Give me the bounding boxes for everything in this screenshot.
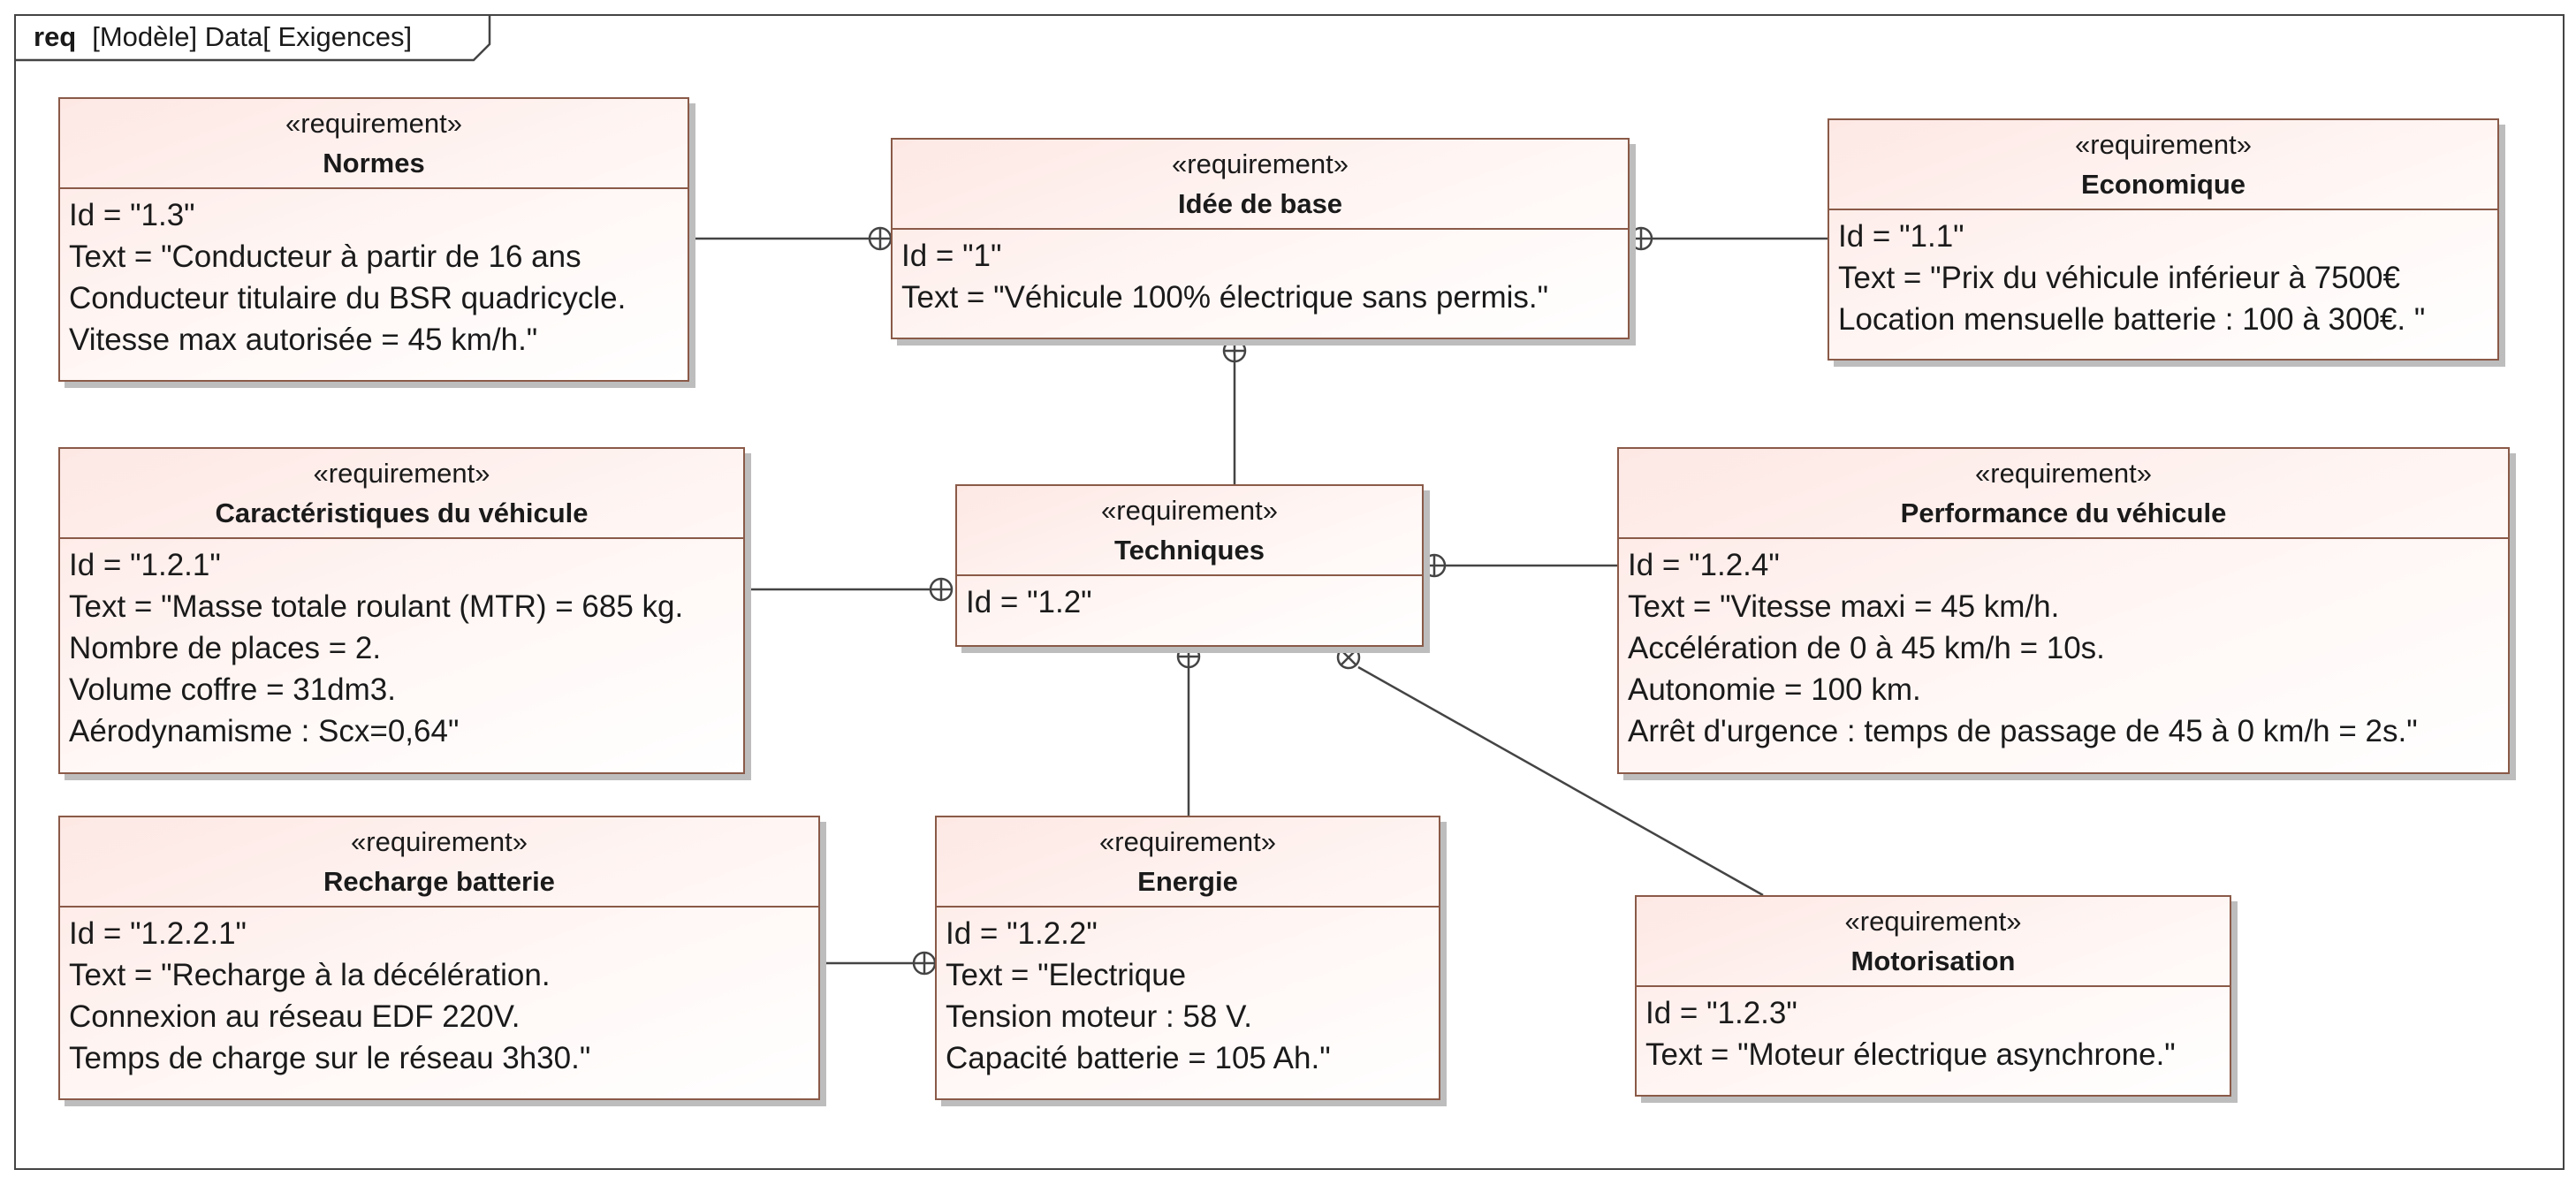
requirement-techniques[interactable]: «requirement» Techniques Id = "1.2" bbox=[955, 484, 1424, 647]
requirement-line: Location mensuelle batterie : 100 à 300€… bbox=[1838, 302, 2426, 337]
requirement-line: Volume coffre = 31dm3. bbox=[69, 672, 396, 707]
requirement-line: Connexion au réseau EDF 220V. bbox=[69, 999, 521, 1034]
diagram-frame bbox=[14, 14, 2565, 1170]
requirement-line: Text = "Moteur électrique asynchrone." bbox=[1645, 1037, 2176, 1072]
requirement-line: Id = "1.2.1" bbox=[69, 548, 221, 582]
requirement-energie[interactable]: «requirement» Energie Id = "1.2.2" Text … bbox=[935, 816, 1440, 1100]
requirement-header: «requirement» Performance du véhicule bbox=[1619, 449, 2508, 539]
stereotype-label: «requirement» bbox=[313, 458, 490, 489]
requirement-name: Recharge batterie bbox=[323, 866, 555, 897]
requirement-economique[interactable]: «requirement» Economique Id = "1.1" Text… bbox=[1828, 118, 2499, 361]
requirement-line: Text = "Véhicule 100% électrique sans pe… bbox=[901, 280, 1549, 315]
requirement-name: Caractéristiques du véhicule bbox=[215, 497, 589, 528]
requirement-line: Vitesse max autorisée = 45 km/h." bbox=[69, 323, 538, 357]
stereotype-label: «requirement» bbox=[1101, 495, 1278, 526]
requirement-header: «requirement» Energie bbox=[937, 817, 1439, 908]
stereotype-label: «requirement» bbox=[351, 826, 528, 857]
requirement-header: «requirement» Economique bbox=[1829, 120, 2497, 210]
requirement-line: Id = "1.1" bbox=[1838, 219, 1964, 254]
requirement-line: Text = "Prix du véhicule inférieur à 750… bbox=[1838, 261, 2400, 295]
link-techniques-motorisation bbox=[1357, 665, 1764, 897]
requirement-motorisation[interactable]: «requirement» Motorisation Id = "1.2.3" … bbox=[1635, 895, 2231, 1097]
requirement-name: Techniques bbox=[1114, 535, 1265, 566]
requirement-line: Text = "Recharge à la décélération. bbox=[69, 958, 551, 992]
containment-anchor-techniques-energie bbox=[1176, 644, 1201, 669]
requirement-header: «requirement» Techniques bbox=[957, 486, 1422, 576]
stereotype-label: «requirement» bbox=[1844, 906, 2022, 937]
requirement-body: Id = "1.2.4" Text = "Vitesse maxi = 45 k… bbox=[1619, 539, 2508, 757]
requirement-line: Nombre de places = 2. bbox=[69, 631, 382, 665]
requirement-idee-de-base[interactable]: «requirement» Idée de base Id = "1" Text… bbox=[891, 138, 1630, 339]
stereotype-label: «requirement» bbox=[285, 108, 462, 139]
requirement-body: Id = "1.2.2" Text = "Electrique Tension … bbox=[937, 908, 1439, 1084]
requirement-line: Temps de charge sur le réseau 3h30." bbox=[69, 1041, 591, 1075]
frame-label: req [Modèle] Data[ Exigences] bbox=[34, 21, 412, 53]
frame-kind: req bbox=[34, 21, 77, 52]
requirement-header: «requirement» Caractéristiques du véhicu… bbox=[60, 449, 743, 539]
requirement-line: Arrêt d'urgence : temps de passage de 45… bbox=[1628, 714, 2418, 748]
requirement-line: Id = "1.2.3" bbox=[1645, 996, 1797, 1030]
requirement-body: Id = "1" Text = "Véhicule 100% électriqu… bbox=[893, 230, 1628, 323]
requirement-line: Id = "1.2" bbox=[966, 585, 1092, 619]
requirement-header: «requirement» Normes bbox=[60, 99, 688, 189]
requirement-name: Normes bbox=[323, 148, 425, 178]
requirement-normes[interactable]: «requirement» Normes Id = "1.3" Text = "… bbox=[58, 97, 689, 382]
requirement-line: Conducteur titulaire du BSR quadricycle. bbox=[69, 281, 627, 315]
requirement-line: Autonomie = 100 km. bbox=[1628, 672, 1921, 707]
requirement-line: Text = "Electrique bbox=[946, 958, 1187, 992]
requirement-line: Aérodynamisme : Scx=0,64" bbox=[69, 714, 460, 748]
requirement-body: Id = "1.2.3" Text = "Moteur électrique a… bbox=[1637, 987, 2230, 1081]
containment-anchor-techniques-performance bbox=[1422, 553, 1447, 578]
requirement-line: Id = "1.2.4" bbox=[1628, 548, 1780, 582]
requirement-name: Economique bbox=[2080, 169, 2245, 200]
requirement-line: Text = "Masse totale roulant (MTR) = 685… bbox=[69, 589, 684, 624]
containment-anchor-techniques-motorisation bbox=[1336, 645, 1361, 670]
stereotype-label: «requirement» bbox=[1099, 826, 1276, 857]
requirement-body: Id = "1.3" Text = "Conducteur à partir d… bbox=[60, 189, 688, 366]
requirement-body: Id = "1.2.1" Text = "Masse totale roulan… bbox=[60, 539, 743, 757]
requirement-body: Id = "1.2" bbox=[957, 576, 1422, 628]
requirement-line: Id = "1.3" bbox=[69, 198, 195, 232]
stereotype-label: «requirement» bbox=[2075, 129, 2252, 160]
requirement-line: Id = "1.2.2.1" bbox=[69, 916, 247, 951]
containment-anchor-idee-normes bbox=[868, 226, 893, 251]
requirement-line: Capacité batterie = 105 Ah." bbox=[946, 1041, 1331, 1075]
requirement-header: «requirement» Idée de base bbox=[893, 140, 1628, 230]
requirement-name: Energie bbox=[1137, 866, 1238, 897]
frame-tab-outline bbox=[14, 14, 491, 62]
requirement-name: Motorisation bbox=[1850, 946, 2016, 976]
requirement-header: «requirement» Motorisation bbox=[1637, 897, 2230, 987]
stereotype-label: «requirement» bbox=[1975, 458, 2152, 489]
requirement-body: Id = "1.1" Text = "Prix du véhicule infé… bbox=[1829, 210, 2497, 346]
requirement-name: Performance du véhicule bbox=[1900, 497, 2227, 528]
requirement-performance[interactable]: «requirement» Performance du véhicule Id… bbox=[1617, 447, 2510, 774]
requirement-line: Tension moteur : 58 V. bbox=[946, 999, 1252, 1034]
stereotype-label: «requirement» bbox=[1172, 148, 1349, 179]
requirement-line: Id = "1" bbox=[901, 239, 1002, 273]
requirement-line: Accélération de 0 à 45 km/h = 10s. bbox=[1628, 631, 2105, 665]
requirement-name: Idée de base bbox=[1177, 188, 1343, 219]
frame-title: [Modèle] Data[ Exigences] bbox=[92, 21, 413, 52]
containment-anchor-idee-techniques bbox=[1222, 338, 1247, 363]
requirement-recharge-batterie[interactable]: «requirement» Recharge batterie Id = "1.… bbox=[58, 816, 820, 1100]
requirement-line: Text = "Vitesse maxi = 45 km/h. bbox=[1628, 589, 2060, 624]
requirement-header: «requirement» Recharge batterie bbox=[60, 817, 818, 908]
requirement-line: Id = "1.2.2" bbox=[946, 916, 1098, 951]
requirement-caracteristiques[interactable]: «requirement» Caractéristiques du véhicu… bbox=[58, 447, 745, 774]
requirement-body: Id = "1.2.2.1" Text = "Recharge à la déc… bbox=[60, 908, 818, 1084]
requirement-line: Text = "Conducteur à partir de 16 ans bbox=[69, 239, 581, 274]
containment-anchor-idee-economique bbox=[1629, 226, 1653, 251]
containment-anchor-energie-recharge bbox=[912, 951, 937, 976]
containment-anchor-techniques-caracteristiques bbox=[929, 577, 954, 602]
